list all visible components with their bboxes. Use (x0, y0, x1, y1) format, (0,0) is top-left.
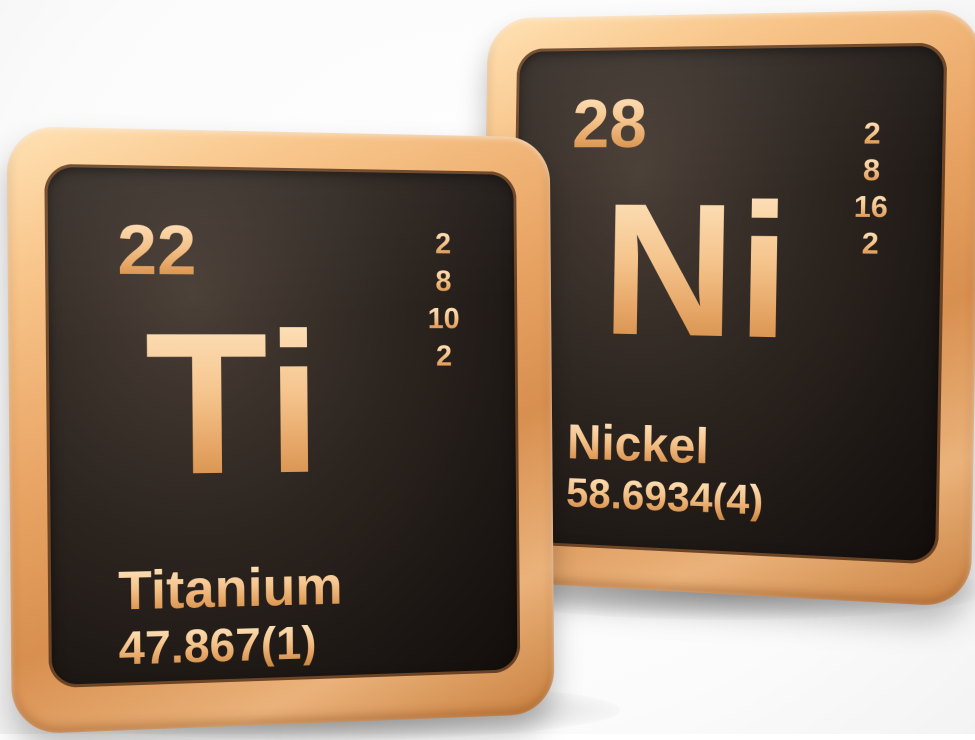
element-symbol: Ti (144, 291, 325, 518)
element-name: Titanium (117, 555, 343, 622)
tile-face: 22 Ti 2 8 10 2 Titanium 47.867(1) (44, 163, 521, 689)
element-tile-titanium: 22 Ti 2 8 10 2 Titanium 47.867(1) (6, 126, 555, 735)
electron-shells: 2 8 10 2 (427, 227, 460, 373)
electron-shell-count: 8 (862, 153, 881, 188)
electron-shell-count: 8 (435, 265, 452, 298)
atomic-number: 28 (571, 84, 648, 163)
atomic-mass: 47.867(1) (118, 616, 317, 675)
electron-shells: 2 8 16 2 (853, 117, 890, 261)
electron-shell-count: 2 (863, 117, 881, 151)
electron-shell-count: 2 (434, 227, 452, 261)
electron-shell-count: 16 (853, 190, 889, 225)
element-symbol: Ni (600, 164, 794, 379)
atomic-number: 22 (116, 209, 197, 290)
element-name: Nickel (566, 414, 710, 475)
atomic-mass: 58.6934(4) (565, 468, 764, 524)
tile-face: 28 Ni 2 8 16 2 Nickel 58.6934(4) (508, 42, 948, 565)
electron-shell-count: 2 (861, 227, 880, 261)
element-tile-nickel: 28 Ni 2 8 16 2 Nickel 58.6934(4) (478, 9, 975, 608)
electron-shell-count: 2 (435, 339, 453, 373)
electron-shell-count: 10 (427, 302, 460, 336)
